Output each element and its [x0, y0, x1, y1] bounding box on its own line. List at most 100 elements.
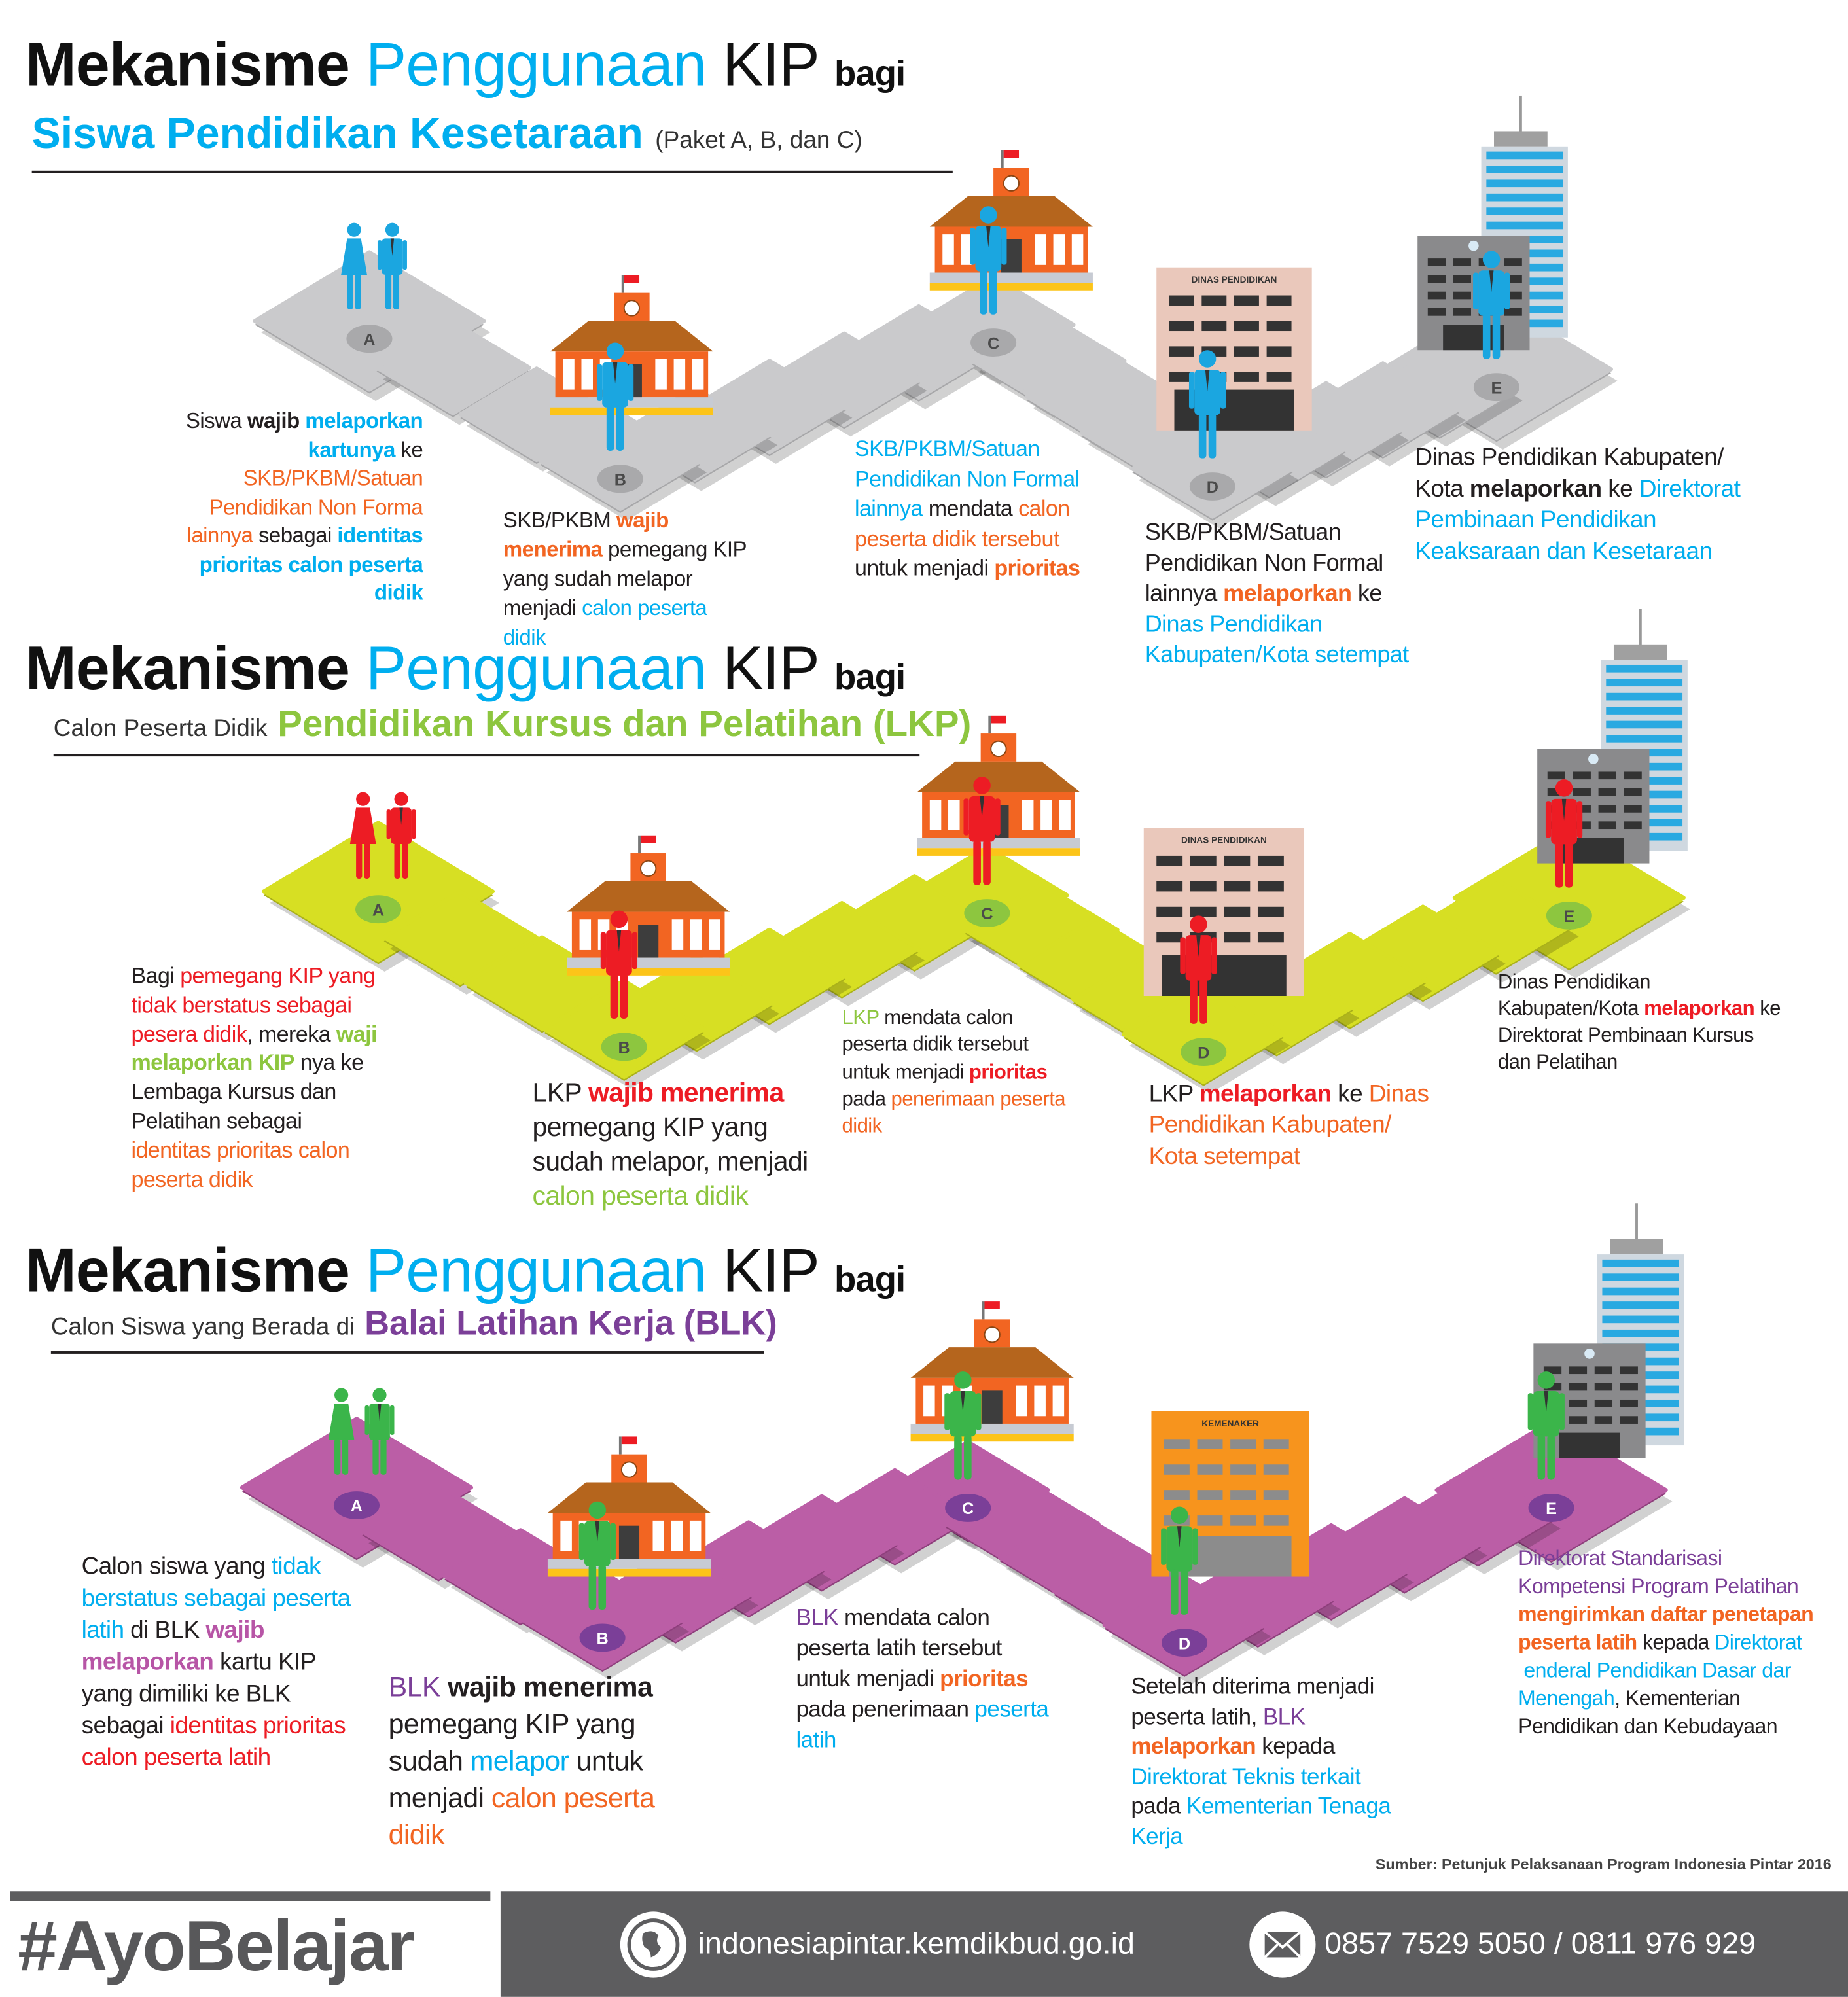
building-window [1190, 906, 1217, 917]
badge-letter: E [1546, 1500, 1557, 1518]
text-segment: Dinas Pendidikan Kabupaten/ [1415, 444, 1724, 472]
school-roof [567, 881, 730, 912]
building-window [1569, 1383, 1588, 1391]
person-tie [961, 1390, 965, 1413]
person-icon [386, 792, 416, 879]
clock-icon [623, 300, 641, 317]
text-line: Pendidikan Kabupaten/ [1149, 1111, 1429, 1142]
antenna [1639, 609, 1642, 647]
person-leg [616, 405, 624, 451]
building-window [1573, 771, 1591, 780]
person-arm [411, 809, 416, 839]
text-segment: latih [81, 1617, 125, 1644]
text-line: pemegang KIP yang [533, 1110, 808, 1145]
person-arm [1527, 1393, 1533, 1430]
emphasis-text: prioritas [940, 1665, 1029, 1691]
female-person-icon [349, 792, 376, 879]
title-word: Penggunaan [365, 635, 707, 703]
badge-circle [333, 1491, 380, 1519]
building-window [1266, 346, 1292, 357]
text-segment: pemegang KIP [602, 537, 747, 562]
government-building-icon: DINAS PENDIDIKAN [1156, 267, 1312, 431]
school-window [673, 359, 686, 390]
text-segment: peserta latih, [1131, 1703, 1263, 1729]
emphasis-text: peserta latih [1518, 1631, 1637, 1655]
school-base [917, 848, 1080, 856]
building-window [1230, 1490, 1256, 1500]
school-base [550, 407, 713, 415]
building-window [1164, 1464, 1190, 1475]
person-body [382, 238, 403, 275]
text-segment: SKB/PKBM/Satuan [1145, 518, 1342, 546]
emphasis-text: menerima [503, 537, 603, 562]
person-icon [1161, 1506, 1198, 1615]
office-tower-icon [1417, 95, 1568, 351]
person-head [588, 1501, 607, 1519]
person-leg [1482, 313, 1491, 359]
person-body [606, 930, 632, 976]
person-tie [378, 1404, 382, 1421]
building-window [1504, 308, 1522, 316]
text-segment: , mereka [247, 1021, 336, 1047]
title-word: Mekanisme [25, 1237, 350, 1305]
text-segment: lainnya [854, 495, 923, 521]
text-segment: untuk menjadi [842, 1061, 969, 1084]
person-leg [1198, 413, 1207, 459]
tower-top [1613, 644, 1667, 660]
person-arm [1001, 228, 1007, 265]
building-sign: DINAS PENDIDIKAN [1192, 275, 1277, 285]
text-line: menjadi calon peserta [389, 1779, 655, 1816]
footer-accent-bar [10, 1891, 491, 1901]
building-window [1257, 881, 1284, 892]
person-leg [356, 842, 363, 879]
text-line: enderal Pendidikan Dasar dar [1518, 1657, 1813, 1685]
person-icon [596, 342, 634, 451]
school-window [1071, 234, 1084, 265]
text-segment: calon peserta [491, 1781, 655, 1814]
emphasis-text: prioritas [968, 1061, 1048, 1084]
person-arm [1545, 801, 1552, 838]
badge-circle [1181, 1038, 1227, 1067]
emphasis-text: melaporkan [305, 408, 423, 433]
tower-windows [1602, 1259, 1679, 1267]
person-leg [394, 842, 400, 879]
building-window [1620, 1399, 1638, 1407]
text-line: didik [186, 580, 423, 609]
person-arm [389, 1405, 395, 1435]
building-window [1234, 321, 1259, 332]
person-head [385, 222, 400, 237]
text-segment: Menengah [1518, 1687, 1615, 1710]
text-segment: pemegang KIP yang [532, 1113, 768, 1142]
building-window [1190, 855, 1217, 866]
badge-letter: B [596, 1630, 608, 1648]
school-window [689, 1520, 702, 1551]
person-tie [1489, 270, 1494, 292]
website-link[interactable]: indonesiapintar.kemdikbud.go.id [698, 1926, 1135, 1962]
school-window [563, 359, 575, 390]
building-window [1598, 805, 1616, 813]
text-segment: mendata calon [879, 1007, 1013, 1029]
school-building-icon [910, 1301, 1074, 1442]
flag [621, 1436, 637, 1445]
person-head [356, 792, 370, 806]
person-tie [1205, 370, 1210, 392]
clock-icon [984, 1326, 1001, 1343]
badge-letter: D [1207, 478, 1218, 497]
building-window [1504, 291, 1522, 300]
person-leg [610, 973, 618, 1019]
building-window [1197, 1439, 1223, 1449]
person-body [1533, 1390, 1559, 1437]
text-segment: lainnya [1145, 579, 1224, 607]
person-arm [600, 932, 607, 969]
badge-letter: A [363, 330, 375, 349]
person-head [973, 777, 991, 794]
building-window [1257, 855, 1284, 866]
text-segment: didik [842, 1116, 883, 1138]
title-word: bagi [834, 657, 906, 697]
text-segment: BLK [1262, 1703, 1306, 1729]
